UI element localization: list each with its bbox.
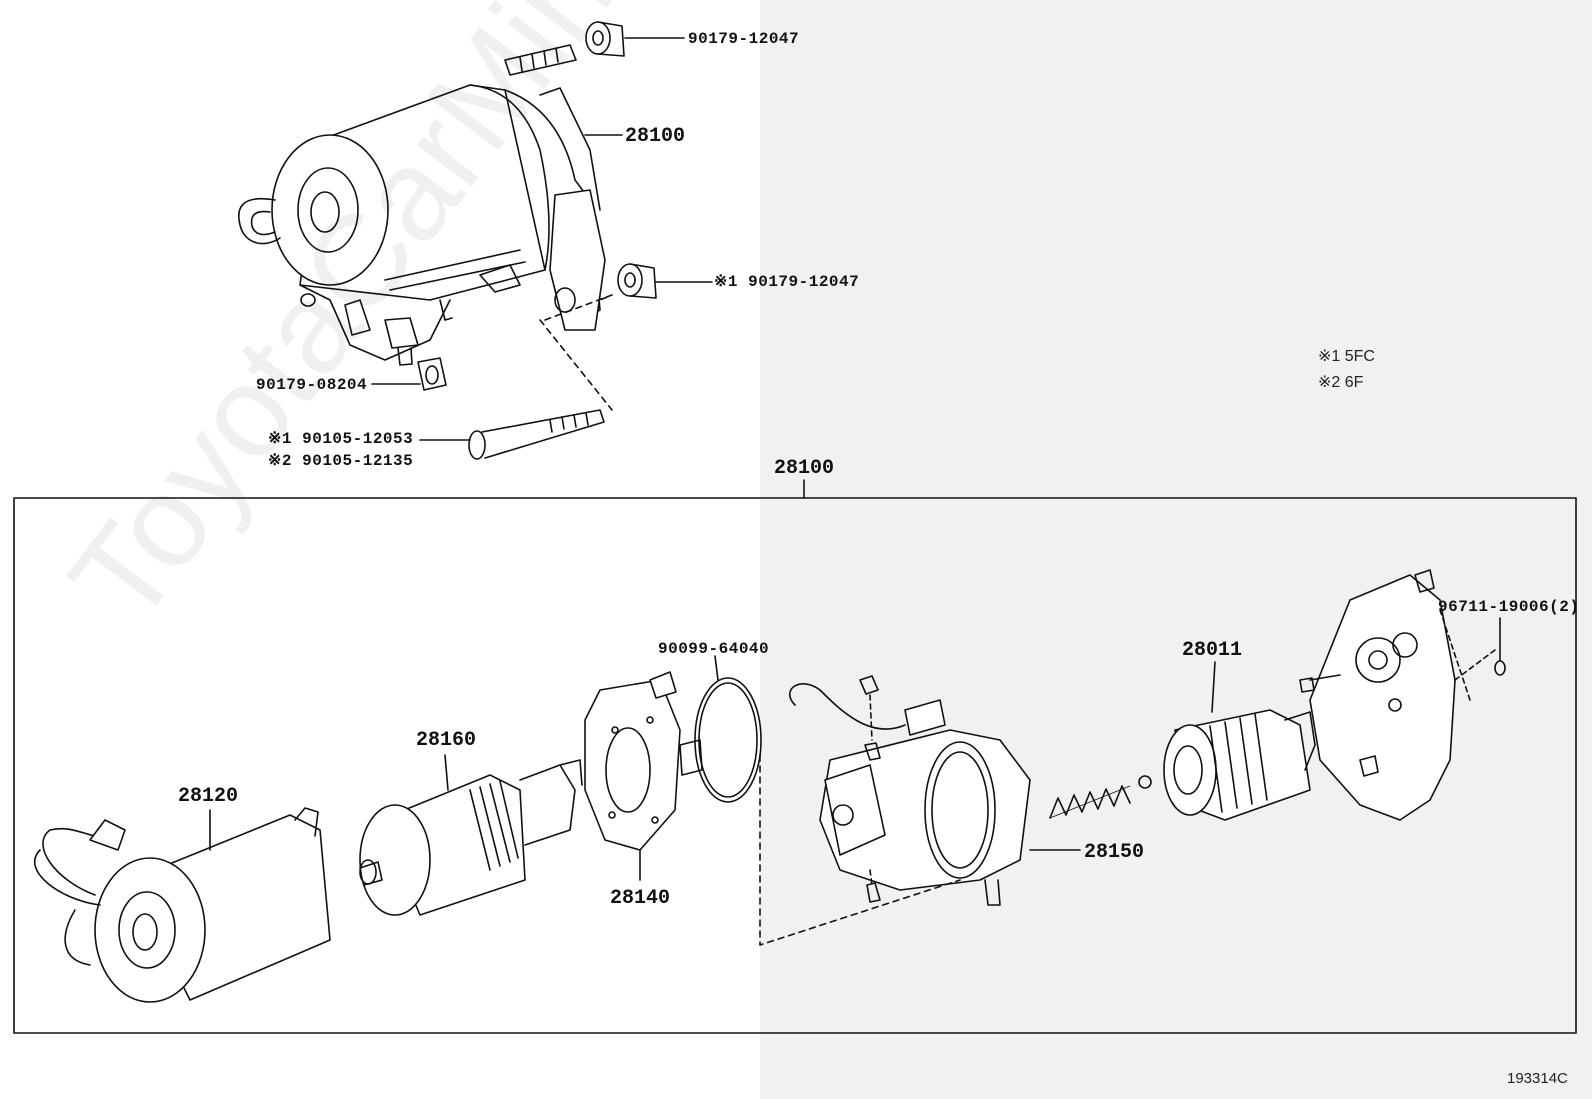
nut-illustration — [417, 357, 447, 391]
note-1: ※1 5FC — [1318, 348, 1375, 365]
label-bolt-2: ※2 90105-12135 — [268, 452, 414, 470]
brush-holder-illustration — [584, 671, 703, 851]
label-switch-assy: 28150 — [1084, 841, 1145, 864]
o-ring-small-illustration — [1494, 660, 1506, 676]
note-2: ※2 6F — [1318, 374, 1364, 391]
washer-top-illustration — [585, 21, 625, 57]
washer-alt-illustration — [617, 263, 657, 299]
drive-housing-illustration — [1299, 569, 1496, 821]
label-nut: 90179-08204 — [256, 376, 368, 394]
starter-assembly-illustration — [238, 44, 606, 366]
label-clutch: 28011 — [1182, 639, 1243, 662]
spring-illustration — [1049, 775, 1152, 819]
label-armature: 28160 — [416, 729, 477, 752]
label-washer-alt: ※1 90179-12047 — [714, 273, 860, 291]
yoke-illustration — [33, 807, 331, 1003]
label-o-ring: 90099-64040 — [658, 640, 770, 658]
clutch-illustration — [1163, 709, 1316, 821]
diagram-code: 193314C — [1507, 1070, 1568, 1087]
label-yoke: 28120 — [178, 785, 239, 808]
label-brush-holder: 28140 — [610, 887, 671, 910]
label-starter-assy-group: 28100 — [774, 457, 835, 480]
shaded-panel — [760, 0, 1592, 1099]
o-ring-illustration — [694, 677, 762, 803]
label-top-washer: 90179-12047 — [688, 30, 800, 48]
armature-illustration — [359, 759, 583, 916]
label-o-ring-small: 96711-19006(2) — [1438, 598, 1580, 616]
label-starter-assy-top: 28100 — [625, 125, 686, 148]
group-box — [13, 497, 1577, 1034]
switch-illustration — [789, 675, 1031, 906]
label-bolt-1: ※1 90105-12053 — [268, 430, 414, 448]
bolt-illustration — [468, 409, 605, 460]
